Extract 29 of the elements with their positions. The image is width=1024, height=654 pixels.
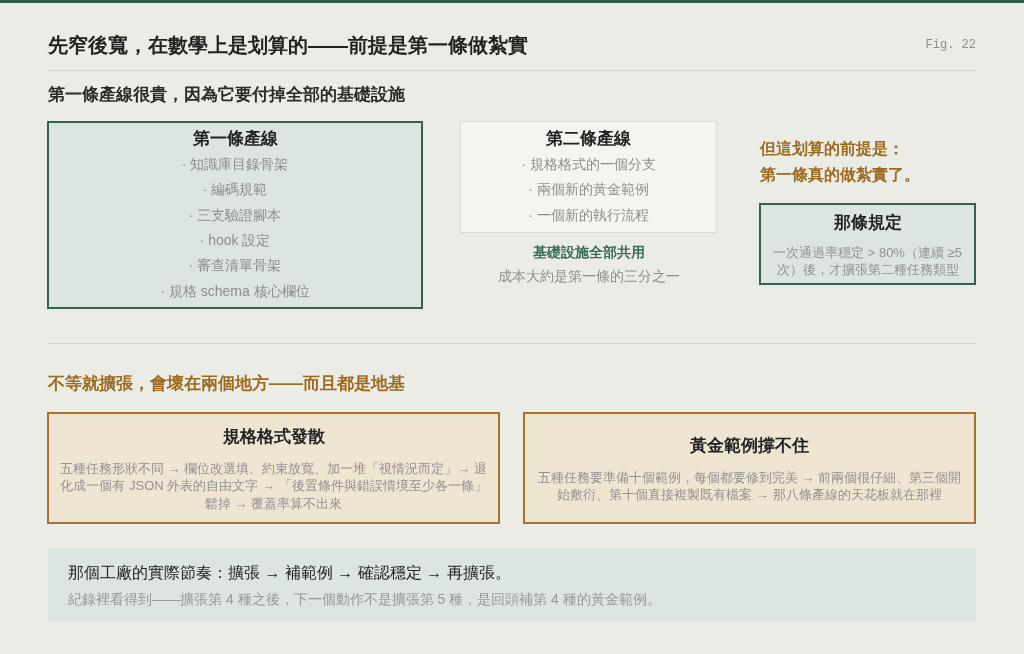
bullet-item: · 三支驗證腳本 xyxy=(188,205,282,225)
title: 先窄後寬，在數學上是划算的——前提是第一條做紮實 xyxy=(48,33,528,58)
problem-card xyxy=(47,412,500,524)
rule-card xyxy=(759,203,976,285)
card-heading: 第一條產線 xyxy=(192,127,278,150)
card-heading: 黃金範例撐不住 xyxy=(690,434,809,457)
callout-text: 但這划算的前提是：第一條真的做紮實了。 xyxy=(760,139,921,185)
card-heading: 那條規定 xyxy=(833,211,902,234)
figure-number: Fig. 22 xyxy=(925,38,976,52)
summary-text: 那個工廠的實際節奏：擴張 → 補範例 → 確認穩定 → 再擴張。 xyxy=(68,563,511,583)
card-heading: 規格格式發散 xyxy=(222,425,325,448)
caption-text: 成本大約是第一條的三分之一 xyxy=(497,267,680,286)
section-heading: 不等就擴張，會壞在兩個地方——而且都是地基 xyxy=(48,373,405,395)
bullet-item: · 規格 schema 核心欄位 xyxy=(160,281,310,301)
problem-card xyxy=(523,412,976,524)
caption-text: 基礎設施全部共用 xyxy=(532,243,645,262)
bullet-item: · hook 設定 xyxy=(199,231,271,250)
note-text: 紀錄裡看得到——擴張第 4 種之後，下一個動作不是擴張第 5 種，是回頭補第 4 種的黃金範例。 xyxy=(68,590,661,609)
card-text: 五種任務要準備十個範例，每個都要修到完美 → 前兩個很仔細、第三個開始敷衍、第十個直接複製既有檔案 → 那八條產線的天花板就在那裡 xyxy=(536,468,963,504)
bullet-item: · 一個新的執行流程 xyxy=(528,205,649,225)
bullet-item: · 審查清單骨架 xyxy=(188,256,282,276)
section-heading: 第一條產線很貴，因為它要付掉全部的基礎設施 xyxy=(48,84,405,106)
bullet-item: · 規格格式的一個分支 xyxy=(521,154,656,174)
production-line-card xyxy=(460,121,717,233)
card-heading: 第二條產線 xyxy=(546,127,631,150)
production-line-card xyxy=(47,121,423,309)
bullet-item: · 編碼規範 xyxy=(202,180,268,200)
bullet-item: · 兩個新的黃金範例 xyxy=(528,180,649,200)
bullet-item: · 知識庫目錄骨架 xyxy=(181,154,289,174)
